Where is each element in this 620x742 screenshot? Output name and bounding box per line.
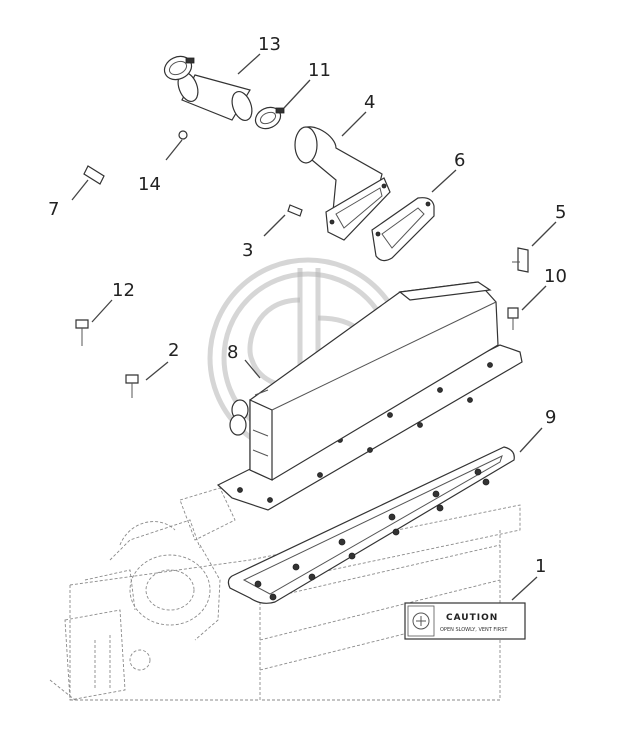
valley-cover-gasket xyxy=(227,446,515,604)
callout-5: 5 xyxy=(555,202,566,223)
hose-clamps xyxy=(163,55,285,130)
callout-13: 13 xyxy=(258,34,281,55)
callout-labels: 1 2 3 4 5 6 7 8 9 10 11 12 13 14 xyxy=(48,34,567,577)
callout-12: 12 xyxy=(112,280,135,301)
caution-title: CAUTION xyxy=(446,613,498,623)
callout-2: 2 xyxy=(168,340,179,361)
callout-11: 11 xyxy=(308,60,331,81)
fasteners xyxy=(75,130,529,398)
callout-14: 14 xyxy=(138,174,161,195)
air-hose xyxy=(177,71,253,122)
callout-4: 4 xyxy=(364,92,375,113)
callout-10: 10 xyxy=(544,266,567,287)
air-inlet-elbow xyxy=(294,126,391,241)
engine-block xyxy=(49,487,521,701)
callout-7: 7 xyxy=(48,199,59,220)
caution-subtitle: OPEN SLOWLY, VENT FIRST xyxy=(440,627,508,633)
leader-lines xyxy=(71,53,557,601)
manifold-housing xyxy=(216,281,523,511)
callout-8: 8 xyxy=(227,342,238,363)
callout-9: 9 xyxy=(545,407,556,428)
callout-1: 1 xyxy=(535,556,546,577)
caution-decal: CAUTION OPEN SLOWLY, VENT FIRST xyxy=(404,602,526,640)
callout-3: 3 xyxy=(242,240,253,261)
callout-6: 6 xyxy=(454,150,465,171)
elbow-gasket xyxy=(371,197,435,262)
